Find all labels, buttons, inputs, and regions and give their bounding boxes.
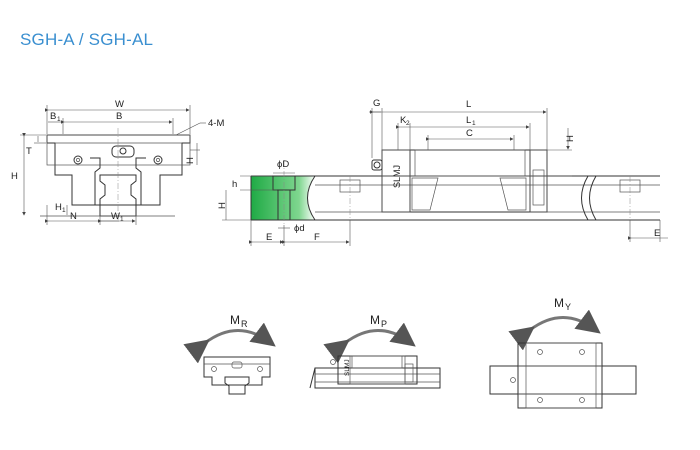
dim-H1: H xyxy=(55,202,62,213)
moment-MY-sub: Y xyxy=(565,302,571,312)
dim-phiD: ϕD xyxy=(277,159,289,170)
moment-MR-sub: R xyxy=(241,319,248,329)
dim-h: h xyxy=(232,179,237,190)
page-title: SGH-A / SGH-AL xyxy=(20,30,154,49)
dim-H4: H xyxy=(217,202,228,209)
dim-H1-sub: 1 xyxy=(62,207,66,214)
dim-4M: 4-M xyxy=(208,118,224,129)
dim-F: F xyxy=(314,232,320,243)
moment-yaw-diagram: M Y xyxy=(489,296,637,409)
dim-W: W xyxy=(115,99,124,110)
dim-E-left: E xyxy=(266,232,272,243)
dim-L1: L xyxy=(466,115,471,126)
moment-MP-label: M xyxy=(370,313,380,327)
dim-H: H xyxy=(11,171,18,182)
dim-G: G xyxy=(373,98,380,109)
side-view: SLMJ L G L 1 K 2 C H ϕD xyxy=(217,98,668,246)
moment-roll-diagram: M R xyxy=(183,313,276,395)
dim-L: L xyxy=(466,99,471,110)
dim-H3: H xyxy=(565,135,576,142)
brand-label-side: SLMJ xyxy=(392,165,402,188)
dim-W1: W xyxy=(111,211,120,222)
dim-W1-sub: 1 xyxy=(120,216,124,223)
dim-B1: B xyxy=(50,111,56,122)
dim-phid: ϕd xyxy=(294,223,305,234)
dim-E-right: E xyxy=(654,228,660,239)
dim-B1-sub: 1 xyxy=(57,116,61,123)
moment-MP-sub: P xyxy=(381,319,387,329)
dim-L1-sub: 1 xyxy=(472,120,476,127)
moment-MY-label: M xyxy=(554,296,564,310)
moment-pitch-diagram: M P SLMJ xyxy=(309,313,441,389)
dim-H2: H xyxy=(185,157,196,164)
dim-K2-sub: 2 xyxy=(406,120,410,127)
dim-B: B xyxy=(116,111,122,122)
moment-MR-label: M xyxy=(230,313,240,327)
front-view: W B 1 B 4-M T H H 1 H N W 1 xyxy=(11,99,224,225)
dim-K2: K xyxy=(400,115,407,126)
dim-N: N xyxy=(70,211,77,222)
dim-T: T xyxy=(26,146,32,157)
dim-C: C xyxy=(466,128,473,139)
brand-label-mp: SLMJ xyxy=(344,359,351,376)
